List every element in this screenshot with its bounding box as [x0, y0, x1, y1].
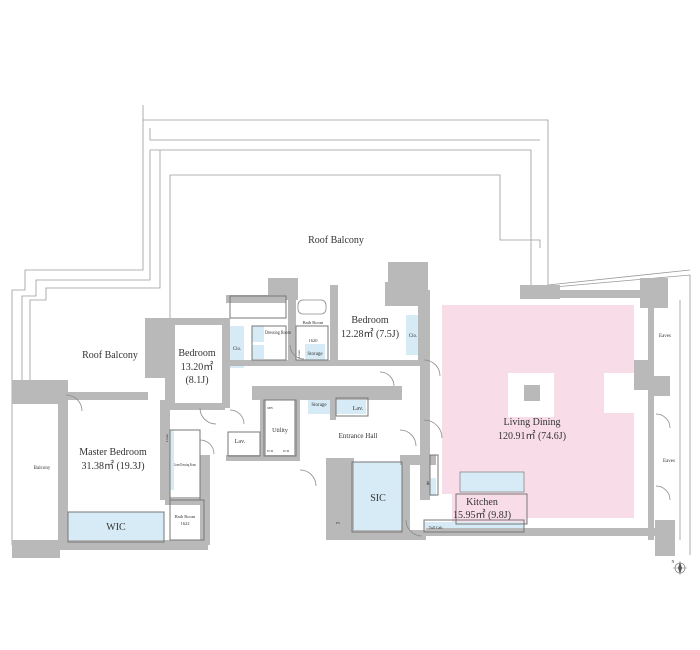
bath-room-b-name: Bath Room: [175, 514, 196, 519]
ps-label: PS: [336, 521, 340, 525]
kitchen-counter: [424, 522, 524, 532]
storage-a-label: Storage: [307, 352, 323, 357]
tall-cab-label: Tall Cab.: [429, 525, 444, 530]
clo-a-floor: [230, 326, 244, 368]
master-bedroom-area: 31.38㎡ (19.3J): [81, 460, 144, 472]
sic-floor: [352, 462, 402, 532]
linen-a-label: Linen: [297, 350, 301, 358]
lav-fixture: [336, 400, 366, 414]
clo-b-label: Clo.: [409, 334, 417, 339]
vertical-labels: Linen Linen: [165, 350, 301, 442]
kitchen-island: [459, 471, 525, 493]
living-window-cutout: [604, 373, 634, 413]
dressing-fixture-2: [252, 345, 264, 359]
outlines: [67, 295, 528, 543]
bedroom-b-area: 12.28㎡ (7.5J): [341, 328, 399, 340]
labels: Roof Balcony Roof Balcony Bedroom 13.20㎡…: [34, 235, 675, 533]
kitchen-floor: [452, 494, 527, 524]
roof-balcony-railing: [11, 105, 691, 555]
roof-balcony-left-label: Roof Balcony: [82, 350, 138, 361]
kitchen-area: 15.95㎡ (9.8J): [453, 509, 511, 521]
bath-room-a-code: 1620: [309, 338, 319, 343]
doors: [65, 344, 671, 537]
roof-balcony-top-label: Roof Balcony: [308, 235, 364, 246]
linen-b-label: Linen: [165, 434, 169, 442]
living-column: [524, 385, 540, 401]
eaves-a-label: Eaves: [659, 334, 671, 339]
bath-tub: [297, 299, 327, 315]
wic-label: WIC: [106, 522, 126, 533]
wd-b-label: W.D: [283, 449, 290, 453]
wic-floor: [68, 512, 164, 542]
bedroom-a-tatami: (8.1J): [185, 375, 208, 386]
linen-dressing-label: Linen Dressing Room: [174, 462, 196, 467]
living-dining-name: Living Dining: [504, 417, 561, 428]
master-bedroom-name: Master Bedroom: [79, 447, 147, 458]
balcony-label: Balcony: [34, 466, 51, 471]
compass-icon: [673, 561, 687, 575]
living-dining-area: [442, 305, 634, 524]
bath-room-b-code: 1622: [181, 521, 190, 526]
bedroom-b-name: Bedroom: [351, 315, 388, 326]
dressing-fixture: [252, 326, 264, 342]
dressing-room-label: Dressing Room: [265, 331, 291, 336]
bedroom-a-name: Bedroom: [178, 348, 215, 359]
bedroom-a-area: 13.20㎡: [181, 361, 214, 373]
entrance-hall-label: Entrance Hall: [339, 432, 378, 440]
lav-a-label: Lav.: [235, 439, 246, 445]
utility-label: Utility: [272, 428, 288, 434]
r-mark-label: R: [426, 482, 430, 487]
compass-label: N: [672, 559, 675, 564]
storage-b-label: Storage: [311, 403, 327, 408]
walls: [12, 262, 675, 558]
blue-areas: [60, 299, 525, 542]
clo-a-label: Clo.: [233, 347, 241, 352]
mb-label: MB: [267, 406, 273, 410]
kitchen-name: Kitchen: [466, 497, 498, 508]
clo-b-floor: [406, 315, 420, 355]
sic-label: SIC: [370, 493, 386, 504]
eaves-b-label: Eaves: [663, 459, 675, 464]
storage-a-floor: [305, 344, 325, 362]
living-dining-area-label: 120.91㎡ (74.6J): [498, 430, 566, 442]
lav-b-label: Lav.: [353, 406, 364, 412]
bath-room-a-name: Bath Room: [303, 320, 324, 325]
wd-a-label: W.D: [267, 449, 274, 453]
